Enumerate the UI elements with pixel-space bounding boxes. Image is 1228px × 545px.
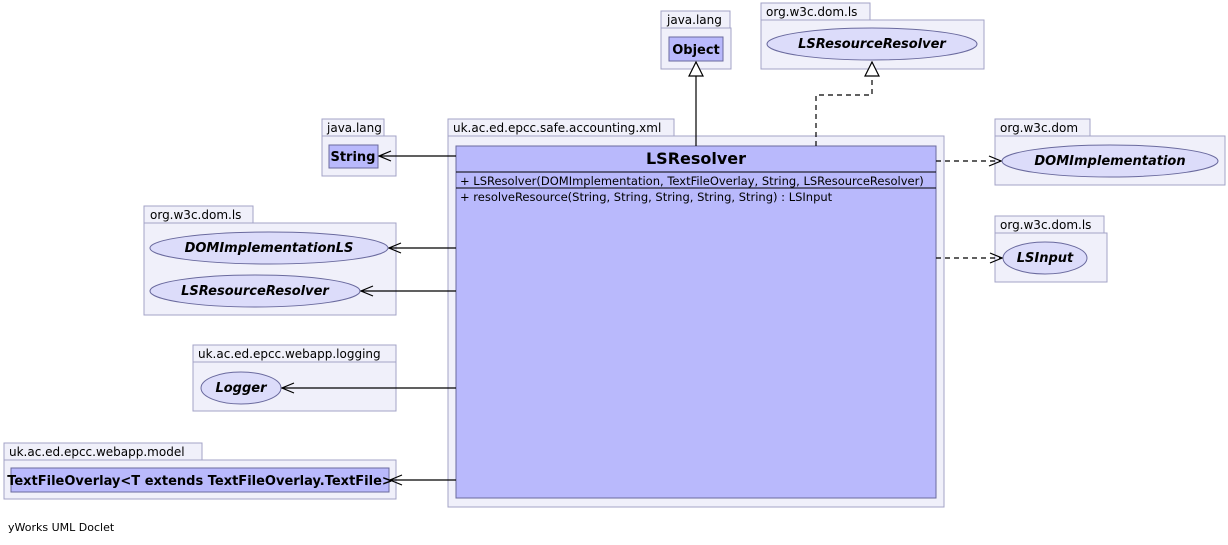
package-label: java.lang xyxy=(326,121,382,135)
package-label: org.w3c.dom.ls xyxy=(766,5,857,19)
interface-name: LSResourceResolver xyxy=(181,284,330,299)
interface-lsresourceresolver-top[interactable]: LSResourceResolver xyxy=(766,27,978,61)
interface-domimplementation[interactable]: DOMImplementation xyxy=(1001,144,1219,178)
class-object[interactable]: Object xyxy=(668,36,724,62)
package-label: uk.ac.ed.epcc.webapp.model xyxy=(9,445,185,459)
interface-name: DOMImplementationLS xyxy=(185,241,354,256)
footer-credit: yWorks UML Doclet xyxy=(8,521,115,534)
package-label: uk.ac.ed.epcc.safe.accounting.xml xyxy=(453,121,661,135)
interface-lsinput[interactable]: LSInput xyxy=(1002,241,1088,275)
package-label: org.w3c.dom.ls xyxy=(150,208,241,222)
interface-logger[interactable]: Logger xyxy=(200,371,282,405)
implements-edge-lsresourceresolver xyxy=(815,62,872,146)
class-string[interactable]: String xyxy=(328,144,379,169)
package-label: org.w3c.dom xyxy=(1000,121,1078,135)
class-textfileoverlay[interactable]: TextFileOverlay<T extends TextFileOverla… xyxy=(7,467,393,493)
class-lsresolver[interactable]: LSResolver + LSResolver(DOMImplementatio… xyxy=(455,145,937,499)
package-label: java.lang xyxy=(666,13,722,27)
constructor-signature: + LSResolver(DOMImplementation, TextFile… xyxy=(460,174,924,188)
interface-lsresourceresolver-left[interactable]: LSResourceResolver xyxy=(149,274,361,308)
package-label: uk.ac.ed.epcc.webapp.logging xyxy=(198,347,381,361)
class-name: Object xyxy=(672,43,720,58)
method-signature: + resolveResource(String, String, String… xyxy=(460,190,833,204)
interface-name: LSInput xyxy=(1017,251,1074,266)
class-name: String xyxy=(330,150,375,165)
interface-name: Logger xyxy=(215,381,268,396)
package-label: org.w3c.dom.ls xyxy=(1000,218,1091,232)
interface-domimplementationls[interactable]: DOMImplementationLS xyxy=(149,231,389,265)
class-name: TextFileOverlay<T extends TextFileOverla… xyxy=(7,474,393,489)
interface-name: DOMImplementation xyxy=(1034,154,1185,169)
class-title: LSResolver xyxy=(646,149,746,168)
interface-name: LSResourceResolver xyxy=(798,37,947,52)
